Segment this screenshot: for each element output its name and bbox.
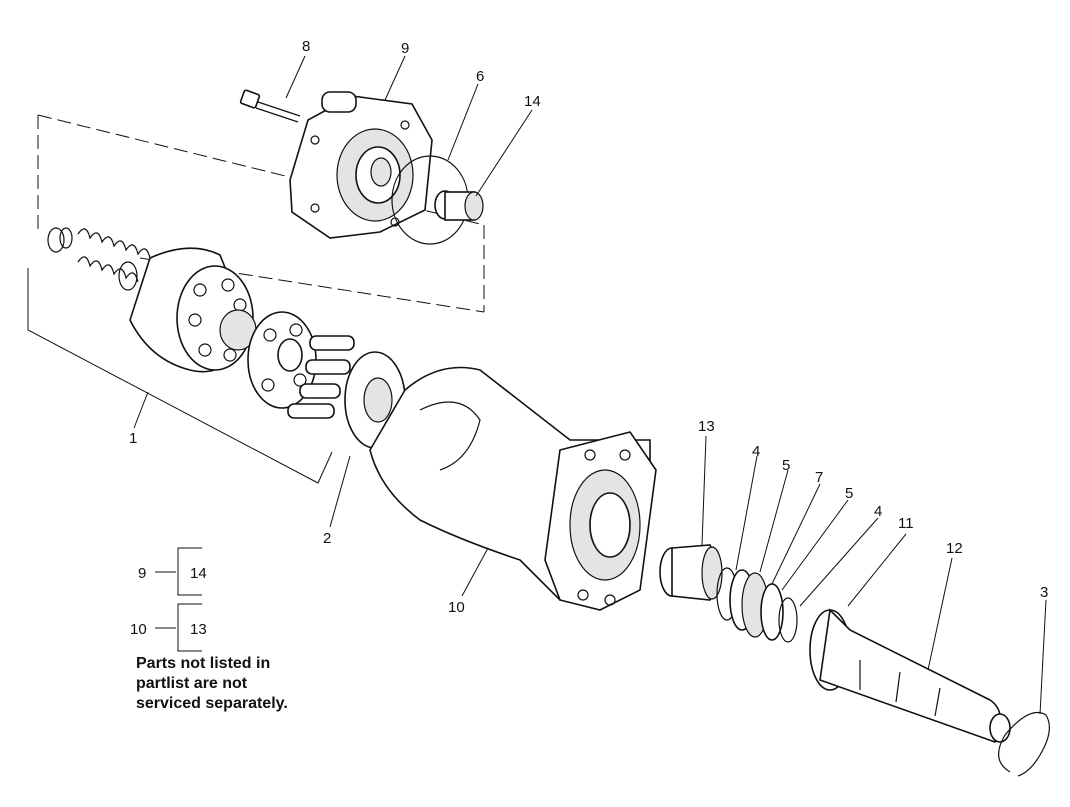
service-note-line2: partlist are not xyxy=(136,675,248,692)
drive-shaft xyxy=(809,608,1011,744)
callout-13: 13 xyxy=(698,418,715,435)
sleeve xyxy=(659,544,723,601)
callout-8: 8 xyxy=(302,38,310,55)
legend-row1-parent: 9 xyxy=(138,565,146,582)
callout-5a: 5 xyxy=(782,457,790,474)
snap-ring xyxy=(998,711,1050,777)
legend: 9 14 10 13 xyxy=(130,547,207,652)
callout-4a: 4 xyxy=(752,443,760,460)
callout-12: 12 xyxy=(946,540,963,557)
service-note: Parts not listed in partlist are not ser… xyxy=(136,654,356,714)
cover-housing xyxy=(289,91,433,239)
legend-row1-child: 14 xyxy=(190,565,207,582)
callout-3: 3 xyxy=(1040,584,1048,601)
callout-2: 2 xyxy=(323,530,331,547)
callout-7: 7 xyxy=(815,469,823,486)
spring-assembly xyxy=(47,227,151,291)
cylinder-barrel xyxy=(129,247,257,373)
service-note-line1: Parts not listed in xyxy=(136,655,271,672)
callout-1: 1 xyxy=(129,430,137,447)
leader-lines xyxy=(133,55,1047,715)
callout-11: 11 xyxy=(898,515,914,532)
legend-row2-child: 13 xyxy=(190,621,207,638)
callout-4b: 4 xyxy=(874,503,882,520)
callout-5b: 5 xyxy=(845,485,853,502)
bearing-stack xyxy=(716,567,798,643)
bolt xyxy=(239,89,301,123)
part-1-group-bracket xyxy=(27,268,333,484)
piston-assembly xyxy=(247,311,406,449)
bushing xyxy=(434,190,484,221)
service-note-line3: serviced separately. xyxy=(136,695,288,712)
legend-row2-parent: 10 xyxy=(130,621,147,638)
callout-9: 9 xyxy=(401,40,409,57)
callout-10: 10 xyxy=(448,599,465,616)
callout-labels: 8 9 6 14 1 2 10 13 4 5 7 5 4 11 12 3 xyxy=(129,38,1048,616)
callout-6: 6 xyxy=(476,68,484,85)
main-housing xyxy=(369,366,657,611)
callout-14: 14 xyxy=(524,93,541,110)
